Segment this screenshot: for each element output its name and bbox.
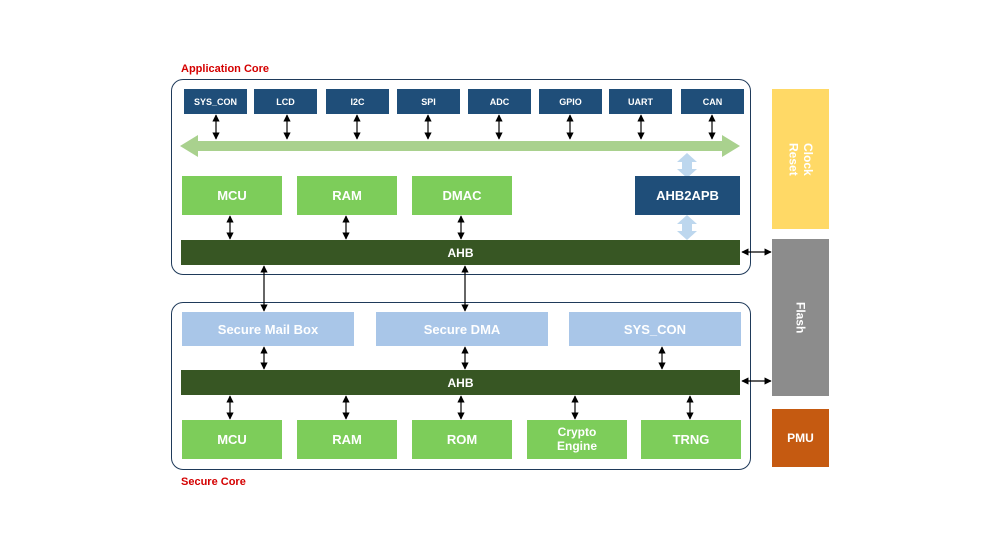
flash-block: Flash: [772, 239, 829, 396]
secure-dma-block: Secure DMA: [376, 312, 548, 346]
secure-ahb-bus: AHB: [181, 370, 740, 395]
app-mcu-block: MCU: [182, 176, 282, 215]
peripheral-gpio: GPIO: [539, 89, 602, 114]
app-ram-block: RAM: [297, 176, 397, 215]
application-core-label: Application Core: [181, 63, 270, 75]
peripheral-i2c: I2C: [326, 89, 389, 114]
secure-ram-block: RAM: [297, 420, 397, 459]
secure-mcu-block: MCU: [182, 420, 282, 459]
peripheral-uart: UART: [609, 89, 672, 114]
ahb2apb-bridge-block: AHB2APB: [635, 176, 740, 215]
secure-rom-block: ROM: [412, 420, 512, 459]
crypto-engine-label: Crypto Engine: [556, 425, 597, 453]
peripheral-spi: SPI: [397, 89, 460, 114]
apb-bus-arrow: [180, 135, 740, 157]
clock-reset-block: Clock Reset: [772, 89, 829, 229]
peripheral-lcd: LCD: [254, 89, 317, 114]
pmu-block: PMU: [772, 409, 829, 467]
secure-trng-block: TRNG: [641, 420, 741, 459]
crypto-engine-block: Crypto Engine: [527, 420, 627, 459]
secure-syscon-block: SYS_CON: [569, 312, 741, 346]
secure-mailbox-block: Secure Mail Box: [182, 312, 354, 346]
connector-arrows: [212, 114, 772, 420]
bridge-upper-arrow: [677, 153, 697, 178]
secure-core-frame: [171, 302, 751, 470]
secure-core-label: Secure Core: [181, 476, 246, 488]
peripheral-sys-con: SYS_CON: [184, 89, 247, 114]
peripheral-can: CAN: [681, 89, 744, 114]
application-core-frame: [171, 79, 751, 275]
peripheral-adc: ADC: [468, 89, 531, 114]
bridge-lower-arrow: [677, 215, 697, 240]
app-dmac-block: DMAC: [412, 176, 512, 215]
app-ahb-bus: AHB: [181, 240, 740, 265]
clock-reset-label: Clock Reset: [786, 142, 815, 176]
flash-label: Flash: [793, 301, 808, 334]
